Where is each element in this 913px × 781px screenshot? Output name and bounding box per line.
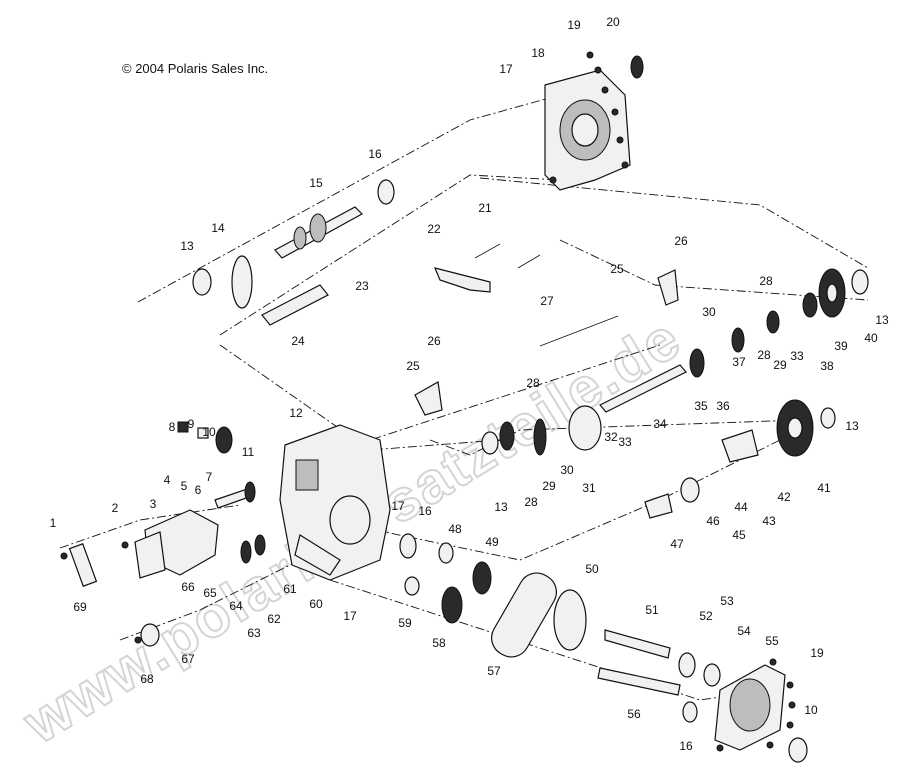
callout-c30a: 30 [702, 305, 716, 319]
callout-c44: 44 [734, 500, 748, 514]
callout-c22: 22 [427, 222, 441, 236]
callout-c40: 40 [864, 331, 878, 345]
callout-c26a: 26 [674, 234, 688, 248]
main-gearcase [279, 424, 391, 581]
callout-c35: 35 [694, 399, 708, 413]
callout-c28a: 28 [526, 376, 540, 390]
callout-c61: 61 [283, 582, 297, 596]
output-lower [399, 533, 808, 763]
callout-c67: 67 [181, 652, 195, 666]
callout-c43: 43 [762, 514, 776, 528]
callout-c53: 53 [720, 594, 734, 608]
callout-c13d: 13 [875, 313, 889, 327]
callout-c38: 38 [820, 359, 834, 373]
callout-c32: 32 [604, 430, 618, 444]
callout-c14: 14 [211, 221, 225, 235]
callout-c66: 66 [181, 580, 195, 594]
callout-c60: 60 [309, 597, 323, 611]
callout-c1: 1 [50, 516, 57, 530]
callout-c51: 51 [645, 603, 659, 617]
callout-c54: 54 [737, 624, 751, 638]
callout-c49: 49 [485, 535, 499, 549]
callout-c30b: 30 [560, 463, 574, 477]
callout-c10b: 10 [804, 703, 818, 717]
callout-c13b: 13 [494, 500, 508, 514]
callout-c46: 46 [706, 514, 720, 528]
callout-c56: 56 [627, 707, 641, 721]
callout-c16b: 16 [418, 504, 432, 518]
callout-c16c: 16 [679, 739, 693, 753]
callout-c27: 27 [540, 294, 554, 308]
end-cover-top [544, 51, 644, 191]
callout-c68: 68 [140, 672, 154, 686]
callout-c47: 47 [670, 537, 684, 551]
gear-cluster-right [644, 399, 836, 519]
callout-c55: 55 [765, 634, 779, 648]
callout-c28b: 28 [759, 274, 773, 288]
callout-c64: 64 [229, 599, 243, 613]
left-cover-assembly [60, 421, 266, 647]
callout-c69: 69 [73, 600, 87, 614]
callout-c31: 31 [582, 481, 596, 495]
callout-c15: 15 [309, 176, 323, 190]
middle-shaft [414, 381, 602, 456]
callout-c41: 41 [817, 481, 831, 495]
callout-c17a: 17 [499, 62, 513, 76]
callout-c45: 45 [732, 528, 746, 542]
callout-c6: 6 [195, 483, 202, 497]
callout-c24: 24 [291, 334, 305, 348]
callout-c58: 58 [432, 636, 446, 650]
callout-c36: 36 [716, 399, 730, 413]
callout-c65: 65 [203, 586, 217, 600]
callout-c23: 23 [355, 279, 369, 293]
callout-c13c: 13 [845, 419, 859, 433]
callout-c48: 48 [448, 522, 462, 536]
callout-c34: 34 [653, 417, 667, 431]
callout-c11: 11 [242, 445, 255, 459]
callout-c29a: 29 [542, 479, 556, 493]
callout-c50: 50 [585, 562, 599, 576]
callout-c12: 12 [289, 406, 303, 420]
callout-c37: 37 [732, 355, 746, 369]
callout-c26b: 26 [427, 334, 441, 348]
callout-c4: 4 [164, 473, 171, 487]
copyright-notice: © 2004 Polaris Sales Inc. [122, 61, 268, 76]
callout-c10a: 10 [202, 425, 216, 439]
callout-c7: 7 [206, 470, 213, 484]
callout-c13a: 13 [180, 239, 194, 253]
callout-c8: 8 [169, 420, 176, 434]
callout-c52: 52 [699, 609, 713, 623]
callout-c33a: 33 [618, 435, 632, 449]
callout-c28c: 28 [524, 495, 538, 509]
callout-c42: 42 [777, 490, 791, 504]
callout-c18: 18 [531, 46, 545, 60]
callout-c25a: 25 [610, 262, 624, 276]
callout-c19a: 19 [567, 18, 581, 32]
callout-c17b: 17 [391, 499, 405, 513]
callout-c3: 3 [150, 497, 157, 511]
callout-c59: 59 [398, 616, 412, 630]
callout-c21: 21 [478, 201, 492, 215]
callout-c16a: 16 [368, 147, 382, 161]
shift-bracket [433, 243, 619, 347]
callout-c2: 2 [112, 501, 119, 515]
callout-c33b: 33 [790, 349, 804, 363]
callout-c19b: 19 [810, 646, 824, 660]
callout-c20: 20 [606, 15, 620, 29]
callout-c39: 39 [834, 339, 848, 353]
callout-c9: 9 [188, 417, 195, 431]
callout-c17c: 17 [343, 609, 357, 623]
callout-c25b: 25 [406, 359, 420, 373]
callout-c29b: 29 [773, 358, 787, 372]
callout-c62: 62 [267, 612, 281, 626]
callout-c57: 57 [487, 664, 501, 678]
callout-c5: 5 [181, 479, 188, 493]
input-shaft-upper [192, 179, 395, 326]
callout-c63: 63 [247, 626, 261, 640]
gear-cluster-upper [599, 268, 869, 413]
callout-c28d: 28 [757, 348, 771, 362]
